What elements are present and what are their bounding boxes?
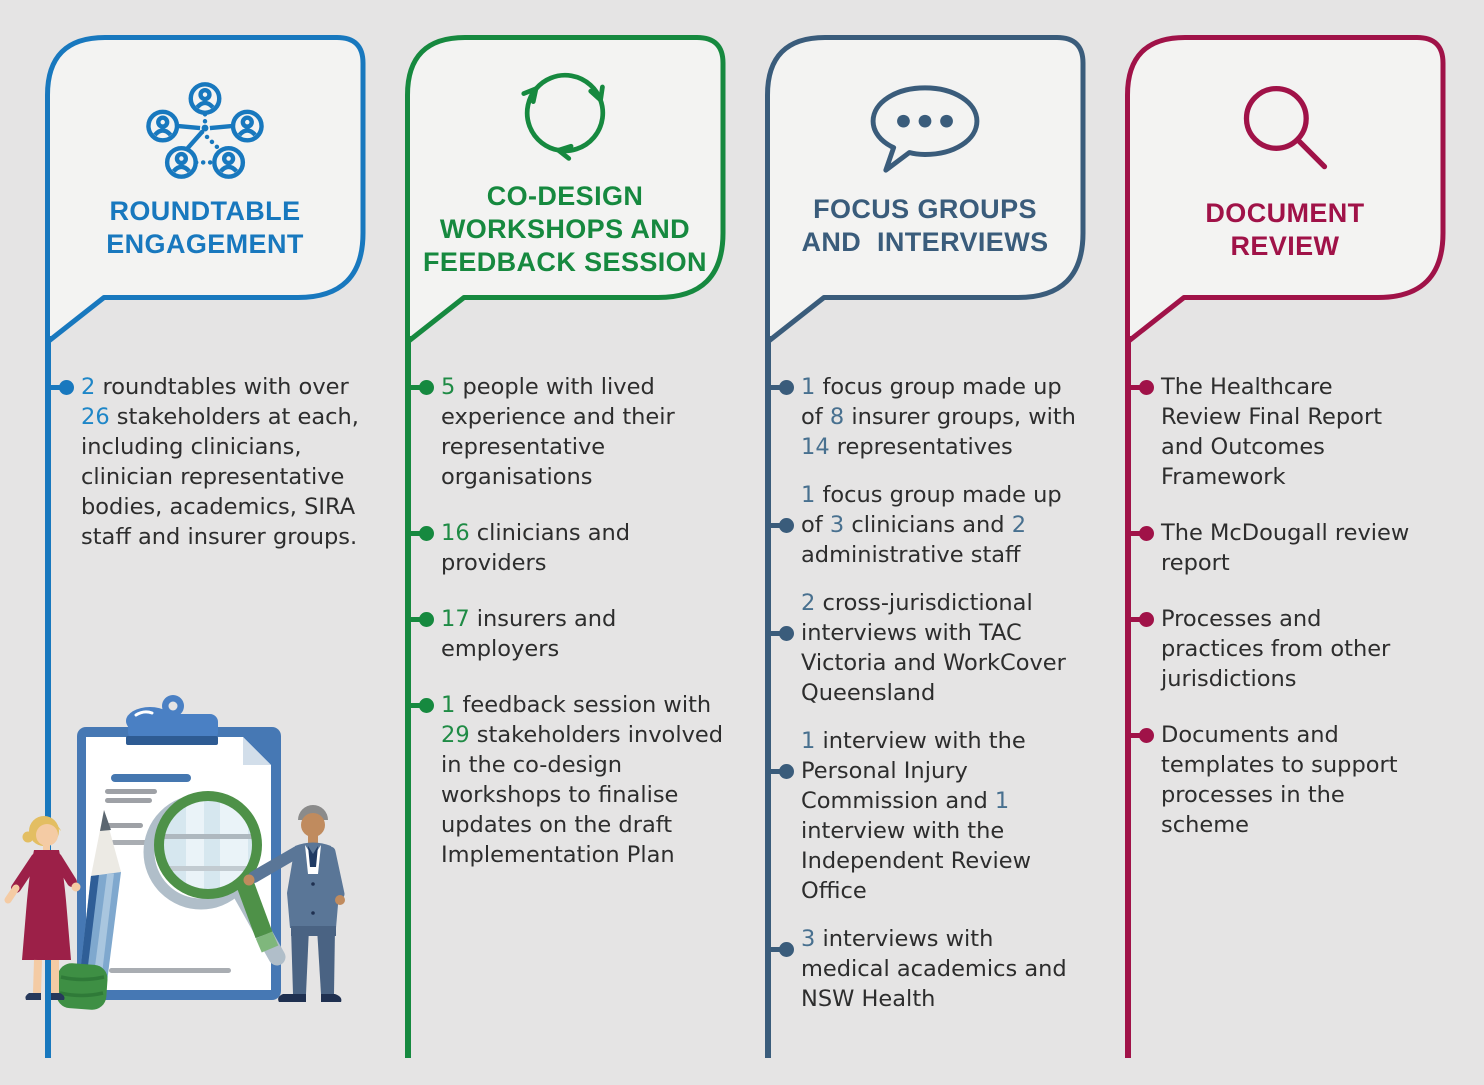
magnifier-illustration [143,791,286,966]
card-content: CO-DESIGN WORKSHOPS AND FEEDBACK SESSION [405,35,725,297]
man-figure [243,805,345,1002]
item-text: feedback session with [455,692,712,718]
highlight-number: 1 [801,374,816,400]
item-text: roundtables with over [95,374,349,400]
item-text: clinicians and [844,512,1012,538]
highlight-number: 14 [801,434,830,460]
highlight-number: 2 [1011,512,1027,538]
item-text: insurer groups, with [844,404,1076,430]
list-item: 1 interview with the Personal Injury Com… [765,726,1083,906]
item-text: stakeholders at each, including clinicia… [81,404,359,550]
item-text: interview with the Independent Review Of… [801,818,1032,904]
column-title: CO-DESIGN WORKSHOPS AND FEEDBACK SESSION [423,181,707,277]
list-item: 1 feedback session with 29 stakeholders … [405,690,727,870]
list-item: 1 focus group made up of 8 insurer group… [765,372,1083,462]
card-content: ROUNDTABLE ENGAGEMENT [45,35,365,297]
clipboard-review-illustration [4,695,345,1010]
list-item: Documents and templates to support proce… [1125,720,1417,840]
timeline-line [45,336,51,1058]
speech-bubble-card [405,35,726,345]
timeline-line [405,336,411,1058]
column-document-review: DOCUMENT REVIEW The Healthcare Review Fi… [1125,0,1484,1085]
highlight-number: 1 [441,692,456,718]
item-text: Documents and templates to support proce… [1161,722,1398,838]
speech-bubble-card [1125,35,1446,345]
bullet-list: The Healthcare Review Final Report and O… [1125,372,1417,866]
speech-bubble-icon [866,82,984,178]
column-title: DOCUMENT REVIEW [1205,197,1365,261]
column-roundtable-engagement: ROUNDTABLE ENGAGEMENT 2 roundtables with… [45,0,405,1085]
timeline-line [1125,336,1131,1058]
highlight-number: 2 [81,374,96,400]
speech-bubble-card [45,35,366,345]
item-text: insurers and employers [441,606,617,662]
speech-bubble-card [765,35,1086,345]
list-item: The Healthcare Review Final Report and O… [1125,372,1417,492]
magnifier-icon [1233,78,1337,182]
item-text: focus group made up of [801,374,1062,430]
item-text: cross-jurisdictional interviews with TAC… [801,590,1066,706]
highlight-number: 16 [441,520,470,546]
highlight-number: 1 [801,482,816,508]
bullet-list: 5 people with lived experience and their… [405,372,727,896]
item-text: focus group made up of [801,482,1062,538]
item-text: interview with the Personal Injury Commi… [801,728,1026,814]
cycle-arrows-icon [513,61,617,165]
bullet-list: 1 focus group made up of 8 insurer group… [765,372,1083,1032]
highlight-number: 8 [829,404,845,430]
highlight-number: 26 [81,404,110,430]
list-item: Processes and practices from other juris… [1125,604,1417,694]
pencil-illustration [56,810,121,1010]
item-text: interviews with medical academics and NS… [801,926,1067,1012]
list-item: 3 interviews with medical academics and … [765,924,1083,1014]
card-content: FOCUS GROUPS AND INTERVIEWS [765,35,1085,297]
list-item: 2 cross-jurisdictional interviews with T… [765,588,1083,708]
highlight-number: 2 [801,590,816,616]
timeline-line [765,336,771,1058]
highlight-number: 17 [441,606,470,632]
highlight-number: 5 [441,374,456,400]
item-text: The McDougall review report [1161,520,1410,576]
column-title: ROUNDTABLE ENGAGEMENT [106,195,304,259]
highlight-number: 1 [994,788,1010,814]
list-item: 16 clinicians and providers [405,518,727,578]
list-item: 2 roundtables with over 26 stakeholders … [45,372,367,552]
item-text: people with lived experience and their r… [441,374,675,490]
column-focus-groups-interviews: FOCUS GROUPS AND INTERVIEWS 1 focus grou… [765,0,1125,1085]
woman-figure [4,816,81,1000]
list-item: 17 insurers and employers [405,604,727,664]
column-co-design-workshops: CO-DESIGN WORKSHOPS AND FEEDBACK SESSION… [405,0,765,1085]
list-item: 1 focus group made up of 3 clinicians an… [765,480,1083,570]
item-text: stakeholders involved in the co-design w… [441,722,724,868]
highlight-number: 3 [829,512,845,538]
item-text: Processes and practices from other juris… [1161,606,1391,692]
highlight-number: 29 [441,722,470,748]
highlight-number: 3 [801,926,816,952]
item-text: clinicians and providers [441,520,631,576]
list-item: 5 people with lived experience and their… [405,372,727,492]
column-title: FOCUS GROUPS AND INTERVIEWS [801,193,1049,257]
highlight-number: 1 [801,728,816,754]
people-network-icon [146,80,264,180]
item-text: The Healthcare Review Final Report and O… [1161,374,1383,490]
item-text: representatives [829,434,1013,460]
bullet-list: 2 roundtables with over 26 stakeholders … [45,372,367,578]
item-text: administrative staff [801,542,1021,568]
list-item: The McDougall review report [1125,518,1417,578]
card-content: DOCUMENT REVIEW [1125,35,1445,297]
